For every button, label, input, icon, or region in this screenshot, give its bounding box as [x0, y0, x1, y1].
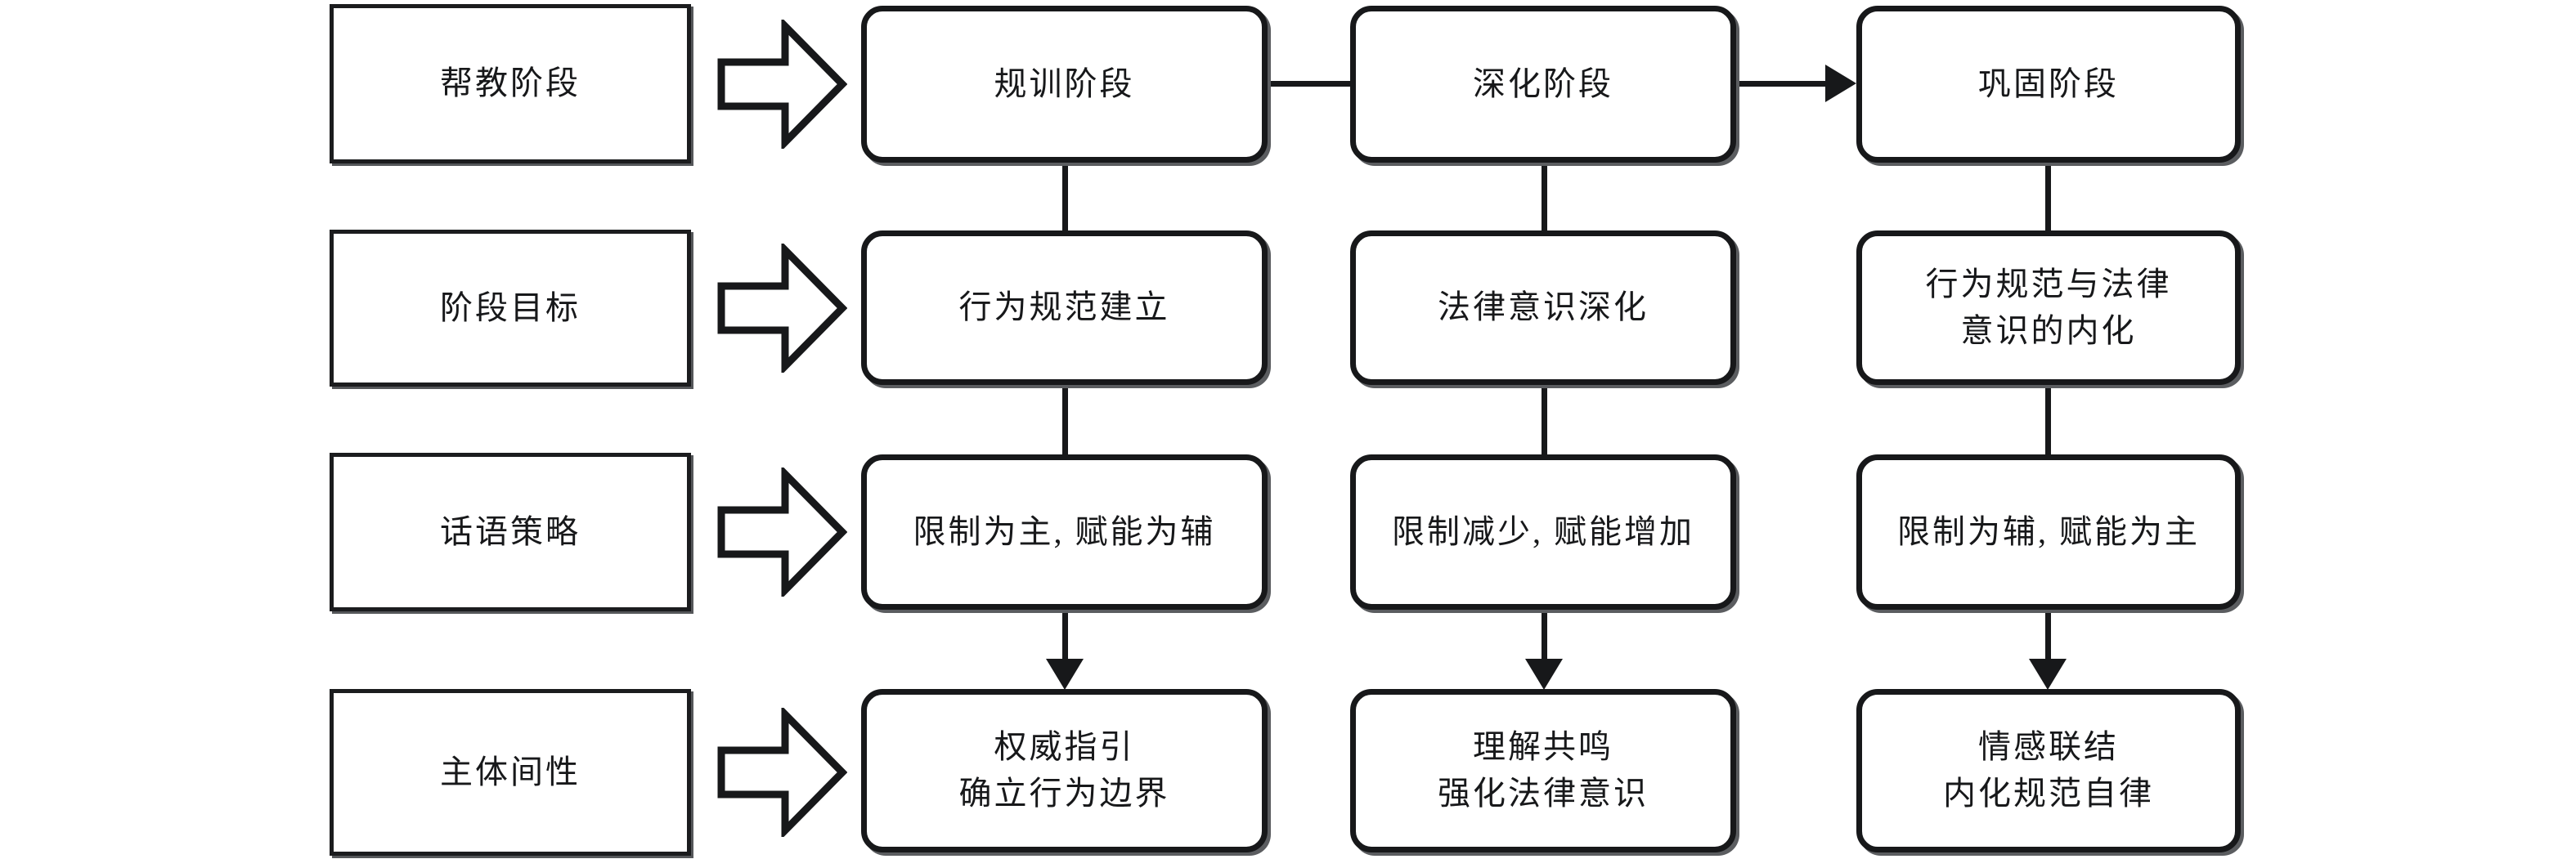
row-label-text: 主体间性 — [440, 753, 581, 790]
node-label: 行为规范建立 — [958, 289, 1170, 326]
node-stage-col2: 深化阶段 — [1350, 6, 1736, 163]
node-label: 行为规范与法律 意识的内化 — [1925, 265, 2172, 349]
connector-col2-strategy-to-intersubjectivity — [1542, 608, 1547, 663]
node-label: 深化阶段 — [1473, 65, 1613, 102]
connector-col1-strategy-to-intersubjectivity — [1062, 608, 1068, 663]
node-intersubjectivity-col1: 权威指引 确立行为边界 — [861, 689, 1268, 852]
node-label: 限制为主, 赋能为辅 — [913, 512, 1216, 550]
node-strategy-col1: 限制为主, 赋能为辅 — [861, 454, 1268, 610]
arrowhead-col2-to-intersubjectivity — [1525, 659, 1563, 690]
row-label-text: 帮教阶段 — [440, 65, 581, 102]
arrowhead-stage-2-to-3 — [1825, 65, 1856, 102]
node-label: 权威指引 确立行为边界 — [958, 728, 1170, 812]
row-label-box-intersubjectivity: 主体间性 — [330, 689, 691, 856]
row-label-text: 话语策略 — [440, 512, 581, 550]
connector-stage-1-to-2 — [1266, 81, 1354, 87]
node-intersubjectivity-col3: 情感联结 内化规范自律 — [1856, 689, 2241, 852]
connector-col2-stage-to-goal — [1542, 160, 1547, 234]
block-arrow-right-icon — [716, 244, 847, 373]
node-goal-col2: 法律意识深化 — [1350, 230, 1736, 385]
connector-col3-stage-to-goal — [2045, 160, 2051, 234]
node-strategy-col3: 限制为辅, 赋能为主 — [1856, 454, 2241, 610]
row-label-box-stage: 帮教阶段 — [330, 4, 691, 163]
row-label-box-goal: 阶段目标 — [330, 230, 691, 387]
arrowhead-col3-to-intersubjectivity — [2029, 659, 2067, 690]
node-stage-col1: 规训阶段 — [861, 6, 1268, 163]
block-arrow-right-icon — [716, 708, 847, 837]
row-label-text: 阶段目标 — [440, 289, 581, 326]
node-stage-col3: 巩固阶段 — [1856, 6, 2241, 163]
block-arrow-right-icon — [716, 468, 847, 597]
node-label: 规训阶段 — [994, 65, 1135, 102]
node-label: 限制为辅, 赋能为主 — [1897, 512, 2200, 550]
node-strategy-col2: 限制减少, 赋能增加 — [1350, 454, 1736, 610]
node-label: 理解共鸣 强化法律意识 — [1438, 728, 1649, 812]
node-goal-col1: 行为规范建立 — [861, 230, 1268, 385]
block-arrow-right-icon — [716, 20, 847, 149]
row-label-box-strategy: 话语策略 — [330, 453, 691, 611]
connector-col2-goal-to-strategy — [1542, 383, 1547, 457]
node-label: 巩固阶段 — [1978, 65, 2119, 102]
connector-col1-goal-to-strategy — [1062, 383, 1068, 457]
connector-col1-stage-to-goal — [1062, 160, 1068, 234]
node-intersubjectivity-col2: 理解共鸣 强化法律意识 — [1350, 689, 1736, 852]
connector-col3-goal-to-strategy — [2045, 383, 2051, 457]
node-goal-col3: 行为规范与法律 意识的内化 — [1856, 230, 2241, 385]
node-label: 限制减少, 赋能增加 — [1392, 512, 1694, 550]
connector-stage-2-to-3 — [1735, 81, 1829, 87]
connector-col3-strategy-to-intersubjectivity — [2045, 608, 2051, 663]
arrowhead-col1-to-intersubjectivity — [1046, 659, 1084, 690]
node-label: 情感联结 内化规范自律 — [1943, 728, 2154, 812]
node-label: 法律意识深化 — [1438, 289, 1649, 326]
